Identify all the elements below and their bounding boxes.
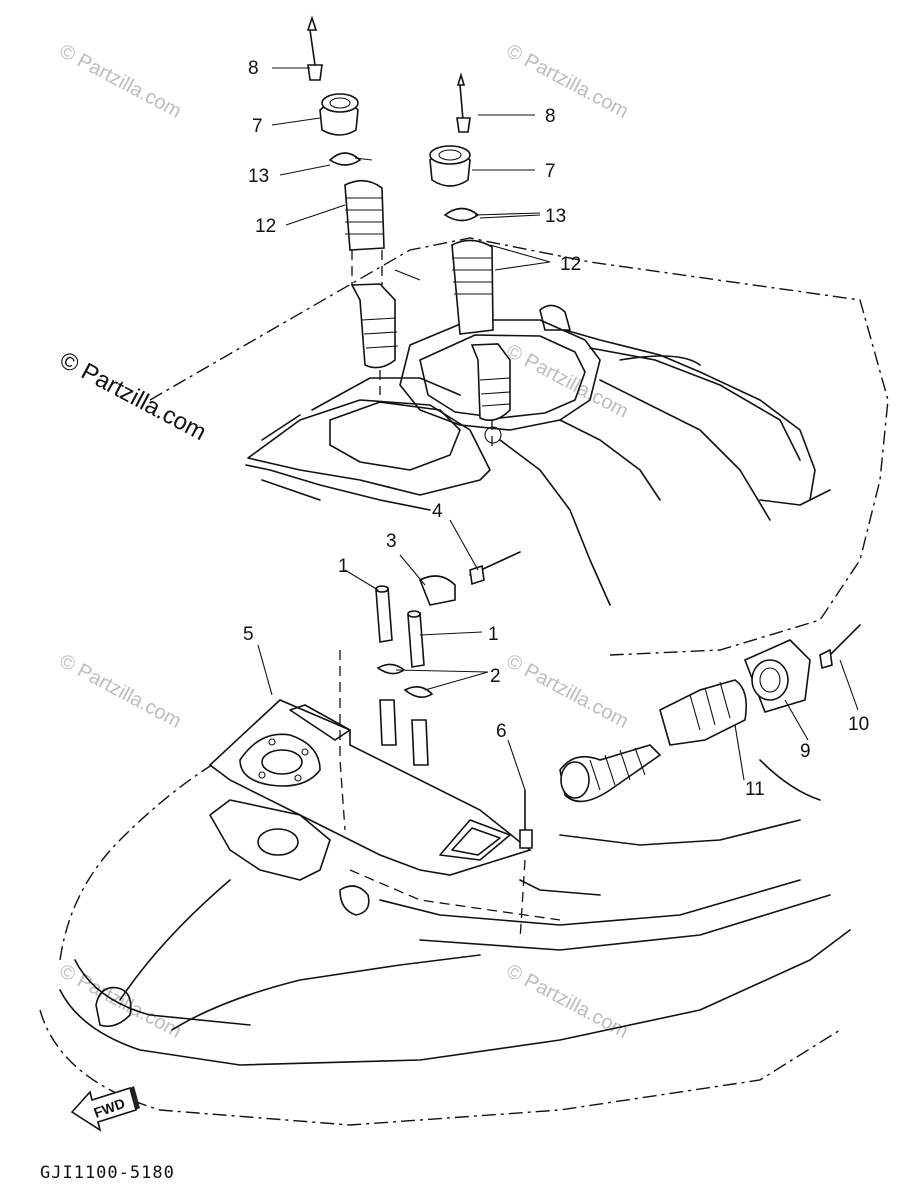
callout-8-right: 8 xyxy=(545,106,556,127)
callout-3: 3 xyxy=(386,531,397,552)
vent-assembly-right xyxy=(429,72,541,450)
watermark: © Partzilla.com xyxy=(56,40,185,123)
callout-4: 4 xyxy=(432,501,443,522)
vent-assembly-left xyxy=(306,15,399,395)
drawing-code: GJI1100-5180 xyxy=(40,1163,175,1183)
forward-direction-indicator: FWD xyxy=(70,1086,140,1132)
callout-1-left: 1 xyxy=(338,556,349,577)
hatch-cover xyxy=(208,699,532,881)
callout-10: 10 xyxy=(848,714,869,735)
duct-assembly xyxy=(519,624,861,941)
callout-6: 6 xyxy=(496,721,507,742)
callout-12-left: 12 xyxy=(255,216,276,237)
watermark-main: © Partzilla.com xyxy=(55,346,210,446)
callout-11: 11 xyxy=(745,779,765,800)
callout-13-right: 13 xyxy=(545,206,566,227)
watermark-layer: © Partzilla.com © Partzilla.com © Partzi… xyxy=(55,40,632,1043)
upper-hull xyxy=(149,237,889,656)
watermark: © Partzilla.com xyxy=(503,960,632,1043)
watermark: © Partzilla.com xyxy=(503,650,632,733)
callout-7-left: 7 xyxy=(252,116,263,137)
watermark: © Partzilla.com xyxy=(56,650,185,733)
leader-lines xyxy=(257,67,859,791)
callout-13-left: 13 xyxy=(248,166,269,187)
watermark: © Partzilla.com xyxy=(56,960,185,1043)
callout-2: 2 xyxy=(490,666,501,687)
callout-12-right: 12 xyxy=(560,254,581,275)
callout-7-right: 7 xyxy=(545,161,556,182)
callout-1-right: 1 xyxy=(488,624,499,645)
hose-parts xyxy=(339,551,521,831)
callout-labels: 8 7 13 12 8 7 13 12 1 1 2 3 4 5 6 11 9 1… xyxy=(243,58,869,800)
callout-9: 9 xyxy=(800,741,811,762)
callout-5: 5 xyxy=(243,624,254,645)
callout-8-left: 8 xyxy=(248,58,259,79)
watermark: © Partzilla.com xyxy=(503,40,632,123)
lower-hull xyxy=(39,759,851,1126)
